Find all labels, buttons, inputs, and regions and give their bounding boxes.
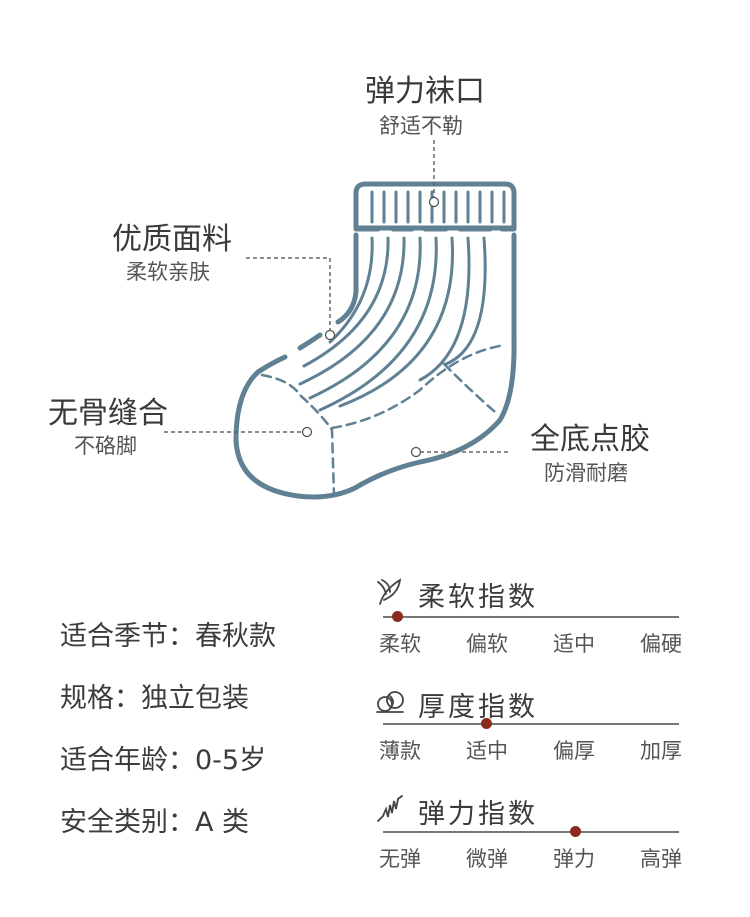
thickness-index-title: 厚度指数 [418, 692, 538, 723]
spec-age: 适合年龄：0-5岁 [60, 738, 266, 777]
thickness-indicator [481, 718, 493, 729]
sole-callout-title: 全底点胶 [530, 422, 650, 457]
spec-packaging: 规格：独立包装 [60, 676, 249, 715]
elasticity-level: 微弹 [466, 847, 508, 871]
callout-leaders [164, 140, 510, 453]
spec-value: 0-5岁 [195, 745, 267, 776]
spec-label: 安全类别： [60, 807, 195, 838]
cuff-callout-title: 弹力袜口 [365, 74, 485, 109]
seam-anchor [301, 426, 313, 438]
yarn-icon [376, 691, 404, 713]
softness-index-title: 柔软指数 [418, 582, 538, 613]
sole-callout-subtitle: 防滑耐磨 [544, 461, 628, 485]
spec-safety: 安全类别：A 类 [60, 800, 249, 839]
thickness-track [383, 723, 679, 725]
feather-icon [377, 578, 402, 605]
elasticity-level: 弹力 [553, 847, 595, 871]
cuff-callout-subtitle: 舒适不勒 [379, 114, 463, 138]
fabric-callout-subtitle: 柔软亲肤 [126, 260, 210, 284]
sock-cuff [353, 181, 517, 231]
sock-illustration [164, 140, 517, 500]
softness-level: 柔软 [379, 632, 421, 656]
thickness-level: 薄款 [379, 739, 421, 763]
spec-label: 规格： [60, 683, 141, 714]
softness-level: 适中 [553, 632, 595, 656]
seam-lines [260, 343, 507, 497]
thickness-level: 偏厚 [553, 739, 595, 763]
elasticity-index-title: 弹力指数 [418, 799, 538, 830]
softness-track [383, 616, 679, 618]
spec-value: 春秋款 [195, 621, 276, 652]
spec-value: A 类 [195, 807, 250, 838]
cuff-ribs [370, 190, 506, 224]
elasticity-indicator [569, 826, 581, 837]
sole-anchor [410, 446, 422, 458]
sock-body [233, 232, 517, 500]
seam-callout-title: 无骨缝合 [48, 396, 168, 431]
fabric-callout-title: 优质面料 [112, 222, 232, 257]
thickness-level: 加厚 [640, 739, 682, 763]
fabric-anchor [324, 329, 336, 341]
sock-back [335, 232, 359, 325]
spec-label: 适合年龄： [60, 745, 195, 776]
elasticity-track [383, 831, 679, 833]
softness-level: 偏软 [466, 632, 508, 656]
spec-value: 独立包装 [141, 683, 249, 714]
softness-level: 偏硬 [640, 632, 682, 656]
seam-callout-subtitle: 不硌脚 [74, 434, 137, 458]
elasticity-level: 高弹 [640, 847, 682, 871]
spec-season: 适合季节：春秋款 [60, 614, 276, 653]
spring-icon [377, 795, 403, 822]
leg-ribs [298, 236, 487, 412]
thickness-level: 适中 [466, 739, 508, 763]
spec-label: 适合季节： [60, 621, 195, 652]
softness-indicator [392, 611, 404, 622]
elasticity-level: 无弹 [379, 847, 421, 871]
cuff-anchor [428, 196, 440, 208]
